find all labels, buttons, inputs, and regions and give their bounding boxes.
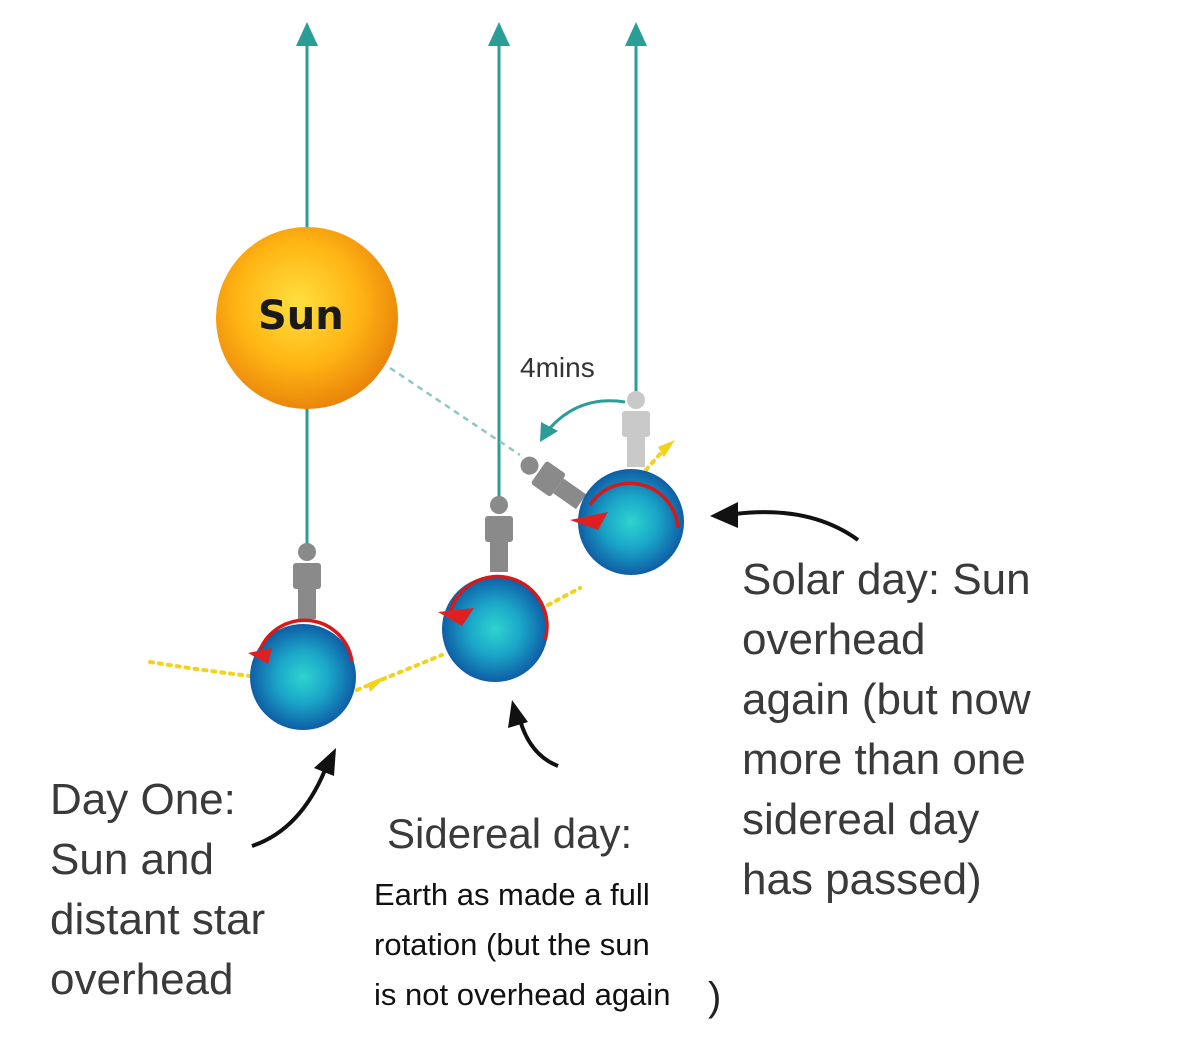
pointer-day-one <box>251 769 327 848</box>
caption-line: Day One: <box>50 775 236 824</box>
earth-solar <box>578 469 684 575</box>
caption-line: has passed) <box>742 855 982 904</box>
arrowhead-1 <box>296 22 318 46</box>
sidereal-title: Sidereal day: <box>387 810 633 857</box>
pointer-solar-head <box>710 502 738 528</box>
earth-sidereal <box>442 576 548 682</box>
caption-line: is not overhead again <box>374 977 671 1012</box>
rotation-arrowheads <box>248 512 608 664</box>
four-mins-arrowhead <box>540 422 558 442</box>
caption-line: distant star <box>50 895 266 944</box>
four-mins-arc <box>548 399 626 430</box>
sun <box>216 227 398 409</box>
observer-sidereal <box>485 496 513 572</box>
caption-line: rotation (but the sun <box>374 927 650 962</box>
pointer-solar <box>734 510 860 542</box>
four-mins-label: 4mins <box>520 352 595 383</box>
solar-caption: Solar day: Sun overhead again (but now m… <box>742 550 1031 910</box>
observer-solar-tilted <box>520 456 587 510</box>
arrowhead-3 <box>625 22 647 46</box>
sun-label: Sun <box>258 293 344 339</box>
pointer-day-one-head <box>314 748 336 776</box>
orbit-arrows <box>368 440 675 692</box>
pointer-sidereal <box>518 719 559 768</box>
caption-line: overhead <box>50 955 234 1004</box>
caption-line: more than one <box>742 735 1026 784</box>
sun-direction-line <box>389 366 521 457</box>
orbit-path <box>148 446 668 692</box>
ray-arrowheads <box>296 22 647 46</box>
caption-line: Sun and <box>50 835 214 884</box>
sidereal-closing-paren: ) <box>708 975 722 1019</box>
day-one-caption: Day One: Sun and distant star overhead <box>50 770 265 1010</box>
caption-line: again (but now <box>742 675 1031 724</box>
pointer-sidereal-head <box>508 700 528 728</box>
caption-line: Earth as made a full <box>374 877 650 912</box>
observer-solar <box>622 391 650 467</box>
earth-day-one <box>250 624 356 730</box>
arrowhead-2 <box>488 22 510 46</box>
sidereal-caption: Earth as made a full rotation (but the s… <box>374 870 670 1020</box>
observer-day-one <box>293 543 321 619</box>
rotation-arcs <box>258 481 680 663</box>
caption-line: overhead <box>742 615 926 664</box>
caption-line: sidereal day <box>742 795 980 844</box>
caption-line: Solar day: Sun <box>742 555 1031 604</box>
